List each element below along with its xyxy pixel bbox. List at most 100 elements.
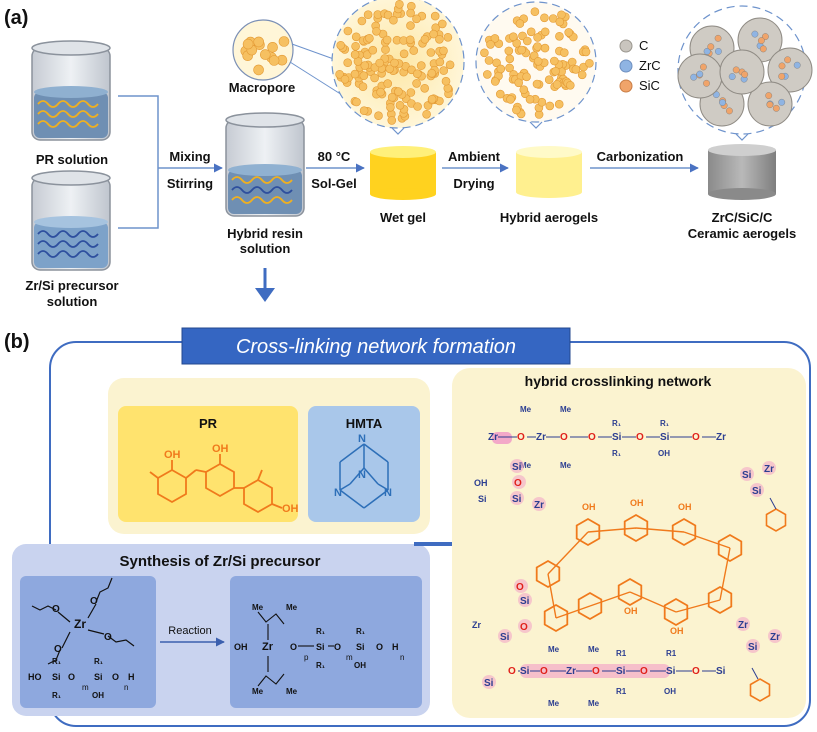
svg-text:OH: OH — [354, 661, 366, 670]
zr-si-precursor-box: OH Zr O Si O Si O H Me Me Me Me R₁ R₁ R₁… — [230, 576, 422, 708]
svg-text:R₁: R₁ — [356, 627, 366, 636]
svg-text:OH: OH — [624, 606, 638, 616]
svg-text:OH: OH — [164, 449, 181, 461]
svg-text:O: O — [592, 666, 600, 677]
svg-text:O: O — [112, 672, 119, 682]
svg-text:O: O — [517, 432, 525, 443]
solgel-label: Sol-Gel — [311, 176, 357, 191]
svg-text:Me: Me — [588, 645, 600, 654]
legend-zrc: ZrC — [639, 58, 661, 73]
ambient-label: Ambient — [448, 149, 501, 164]
macropore-label: Macropore — [229, 80, 295, 95]
wet-gel-cylinder — [370, 146, 436, 200]
svg-text:Zr: Zr — [262, 641, 274, 653]
svg-text:Si: Si — [660, 432, 670, 443]
svg-text:Si: Si — [484, 678, 494, 689]
carbonization-label: Carbonization — [597, 149, 684, 164]
svg-text:Me: Me — [560, 461, 572, 470]
svg-text:R₁: R₁ — [612, 449, 622, 458]
svg-text:OH: OH — [670, 626, 684, 636]
svg-text:O: O — [516, 582, 524, 593]
svg-text:R₁: R₁ — [316, 661, 326, 670]
svg-text:OH: OH — [282, 503, 299, 515]
temp-label: 80 °C — [318, 149, 351, 164]
svg-text:O: O — [334, 642, 341, 652]
svg-text:Me: Me — [548, 645, 560, 654]
svg-text:Zr: Zr — [738, 620, 748, 631]
panel-a-label: (a) — [4, 7, 28, 29]
svg-text:Si: Si — [356, 642, 365, 652]
ceramic-microstructure — [677, 5, 813, 141]
svg-text:R1: R1 — [666, 649, 677, 658]
network-title: hybrid crosslinking network — [525, 373, 712, 389]
legend-c: C — [639, 38, 648, 53]
svg-text:m: m — [346, 653, 353, 662]
svg-text:Si: Si — [520, 666, 530, 677]
svg-text:R₁: R₁ — [612, 419, 622, 428]
svg-text:Si: Si — [748, 642, 758, 653]
svg-text:O: O — [508, 666, 516, 677]
svg-text:R1: R1 — [616, 649, 627, 658]
svg-text:Si: Si — [512, 462, 522, 473]
svg-text:n: n — [400, 653, 404, 662]
svg-text:Me: Me — [252, 603, 264, 612]
wet-gel-microstructure — [331, 0, 465, 135]
beaker-pr-solution — [31, 40, 111, 141]
svg-text:R₁: R₁ — [316, 627, 326, 636]
svg-text:R₁: R₁ — [660, 419, 670, 428]
panel-b-label: (b) — [4, 331, 30, 353]
svg-text:Zr: Zr — [770, 632, 780, 643]
svg-text:O: O — [692, 432, 700, 443]
reaction-label: Reaction — [168, 625, 211, 637]
svg-text:O: O — [104, 632, 112, 643]
svg-text:O: O — [376, 642, 383, 652]
svg-text:OH: OH — [658, 449, 670, 458]
svg-text:R1: R1 — [616, 687, 627, 696]
svg-text:Si: Si — [500, 632, 510, 643]
svg-text:Si: Si — [666, 666, 676, 677]
svg-text:O: O — [588, 432, 596, 443]
svg-text:Me: Me — [560, 405, 572, 414]
svg-text:Me: Me — [286, 603, 298, 612]
svg-text:O: O — [54, 644, 62, 655]
wet-gel-label: Wet gel — [380, 210, 426, 225]
svg-text:Me: Me — [548, 699, 560, 708]
svg-text:R₁: R₁ — [94, 657, 104, 666]
hybrid-resin-label-2: solution — [240, 241, 291, 256]
svg-text:N: N — [384, 487, 392, 499]
svg-text:Si: Si — [616, 666, 626, 677]
merge-bracket — [118, 95, 159, 229]
svg-text:O: O — [520, 622, 528, 633]
svg-text:O: O — [560, 432, 568, 443]
ceramic-aerogel-cylinder — [708, 144, 776, 200]
svg-text:Zr: Zr — [716, 432, 726, 443]
svg-text:Me: Me — [588, 699, 600, 708]
mixing-label: Mixing — [169, 149, 210, 164]
svg-text:N: N — [358, 433, 366, 445]
svg-text:O: O — [290, 642, 297, 652]
svg-text:p: p — [304, 653, 309, 662]
svg-text:OH: OH — [474, 478, 488, 488]
svg-text:Si: Si — [752, 486, 762, 497]
svg-text:R₁: R₁ — [52, 691, 62, 700]
cross-linking-banner — [181, 327, 571, 365]
svg-text:N: N — [334, 487, 342, 499]
svg-text:Si: Si — [316, 642, 325, 652]
zrsi-solution-label-2: solution — [47, 294, 98, 309]
svg-text:Si: Si — [520, 596, 530, 607]
svg-text:O: O — [692, 666, 700, 677]
svg-text:O: O — [52, 604, 60, 615]
svg-text:Si: Si — [52, 672, 61, 682]
svg-text:Me: Me — [520, 405, 532, 414]
hybrid-aerogel-microstructure — [475, 1, 597, 129]
hybrid-resin-label-1: Hybrid resin — [227, 226, 303, 241]
svg-text:Me: Me — [252, 687, 264, 696]
svg-text:m: m — [82, 683, 89, 692]
network-container — [452, 368, 806, 718]
svg-text:OH: OH — [92, 691, 104, 700]
svg-text:Me: Me — [520, 461, 532, 470]
zrsi-solution-label-1: Zr/Si precursor — [25, 278, 118, 293]
svg-text:Zr: Zr — [534, 500, 544, 511]
